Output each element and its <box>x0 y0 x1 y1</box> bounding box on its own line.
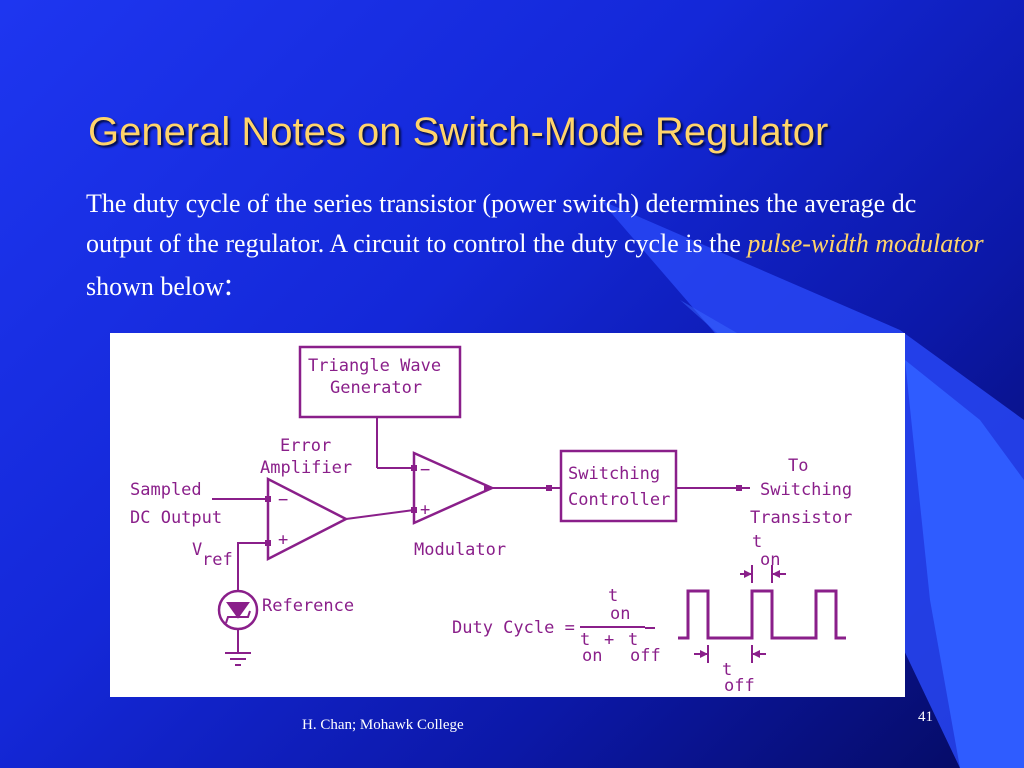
toff-arrowhead <box>700 650 708 658</box>
error-amplifier-label: Error <box>280 436 331 456</box>
reference-label: Reference <box>262 596 354 616</box>
to-switching-transistor-label-3: Transistor <box>750 508 852 528</box>
error-amp-minus-label: − <box>278 490 288 510</box>
duty-denominator-t: t <box>580 630 590 650</box>
to-switching-transistor-label: To <box>788 456 808 476</box>
modulator-plus-label: + <box>420 500 430 520</box>
reference-wire <box>237 542 268 591</box>
duty-denominator-plus: + <box>604 630 614 650</box>
sampled-dc-output-label: Sampled <box>130 480 202 500</box>
switching-controller-box <box>559 449 678 523</box>
error-amplifier-label-2: Amplifier <box>260 458 352 478</box>
sampled-dc-output-label-2: DC Output <box>130 508 222 528</box>
body-text-part1: The duty cycle of the series transistor … <box>86 189 917 258</box>
error-amp-plus-label: + <box>278 530 288 550</box>
zener-diode-symbol <box>225 610 251 624</box>
duty-denominator-on: on <box>582 646 602 666</box>
slide-footer: H. Chan; Mohawk College <box>302 717 464 733</box>
pin-dot <box>265 496 271 502</box>
modulator-minus-label: − <box>420 460 430 480</box>
to-switching-transistor-label-2: Switching <box>760 480 852 500</box>
modulator-triangle <box>412 451 496 525</box>
pulse-waveform <box>678 589 846 640</box>
zener-diode-symbol <box>226 602 250 619</box>
pin-dot <box>411 507 417 513</box>
slide-title: General Notes on Switch-Mode Regulator <box>88 110 829 154</box>
toff-arrowhead <box>752 650 760 658</box>
duty-denominator-off: off <box>630 646 661 666</box>
pin-dot <box>546 485 552 491</box>
vref-label: V <box>192 540 202 560</box>
triangle-wave-generator-label-2: Generator <box>330 378 422 398</box>
pwm-diagram-panel: Triangle Wave Generator Error Amplifier … <box>110 333 905 697</box>
duty-denominator-t2: t <box>628 630 638 650</box>
triangle-wave-generator-label: Triangle Wave <box>308 356 441 376</box>
arrowhead <box>484 484 492 492</box>
switching-controller-label: Switching <box>568 464 660 484</box>
amp-to-modulator-wire <box>345 509 415 520</box>
triangle-wave-generator-box <box>298 345 462 419</box>
duty-cycle-label: Duty Cycle = <box>452 618 575 638</box>
pwm-diagram: Triangle Wave Generator Error Amplifier … <box>130 345 852 696</box>
error-amplifier-triangle <box>266 476 349 562</box>
pin-dot <box>411 465 417 471</box>
ton-t-label: t <box>752 532 762 552</box>
ton-arrowhead <box>772 570 780 578</box>
ton-arrowhead <box>744 570 752 578</box>
body-text-part2: shown below <box>86 272 224 301</box>
pulse-width-modulator-term: pulse-width modulator <box>747 229 984 258</box>
toff-t-label: t <box>722 660 732 680</box>
pin-dot <box>265 540 271 546</box>
switching-controller-label-2: Controller <box>568 490 670 510</box>
slide-body-text: The duty cycle of the series transistor … <box>86 184 986 307</box>
slide-page-number: 41 <box>918 709 933 725</box>
vref-subscript: ref <box>202 550 233 570</box>
duty-numerator-t: t <box>608 586 618 606</box>
zener-reference-circle <box>217 589 259 631</box>
ton-on-label: on <box>760 550 780 570</box>
toff-off-label: off <box>724 676 755 696</box>
body-text-colon: : <box>223 266 233 302</box>
modulator-label: Modulator <box>414 540 506 560</box>
duty-numerator-on: on <box>610 604 630 624</box>
pin-dot <box>736 485 742 491</box>
